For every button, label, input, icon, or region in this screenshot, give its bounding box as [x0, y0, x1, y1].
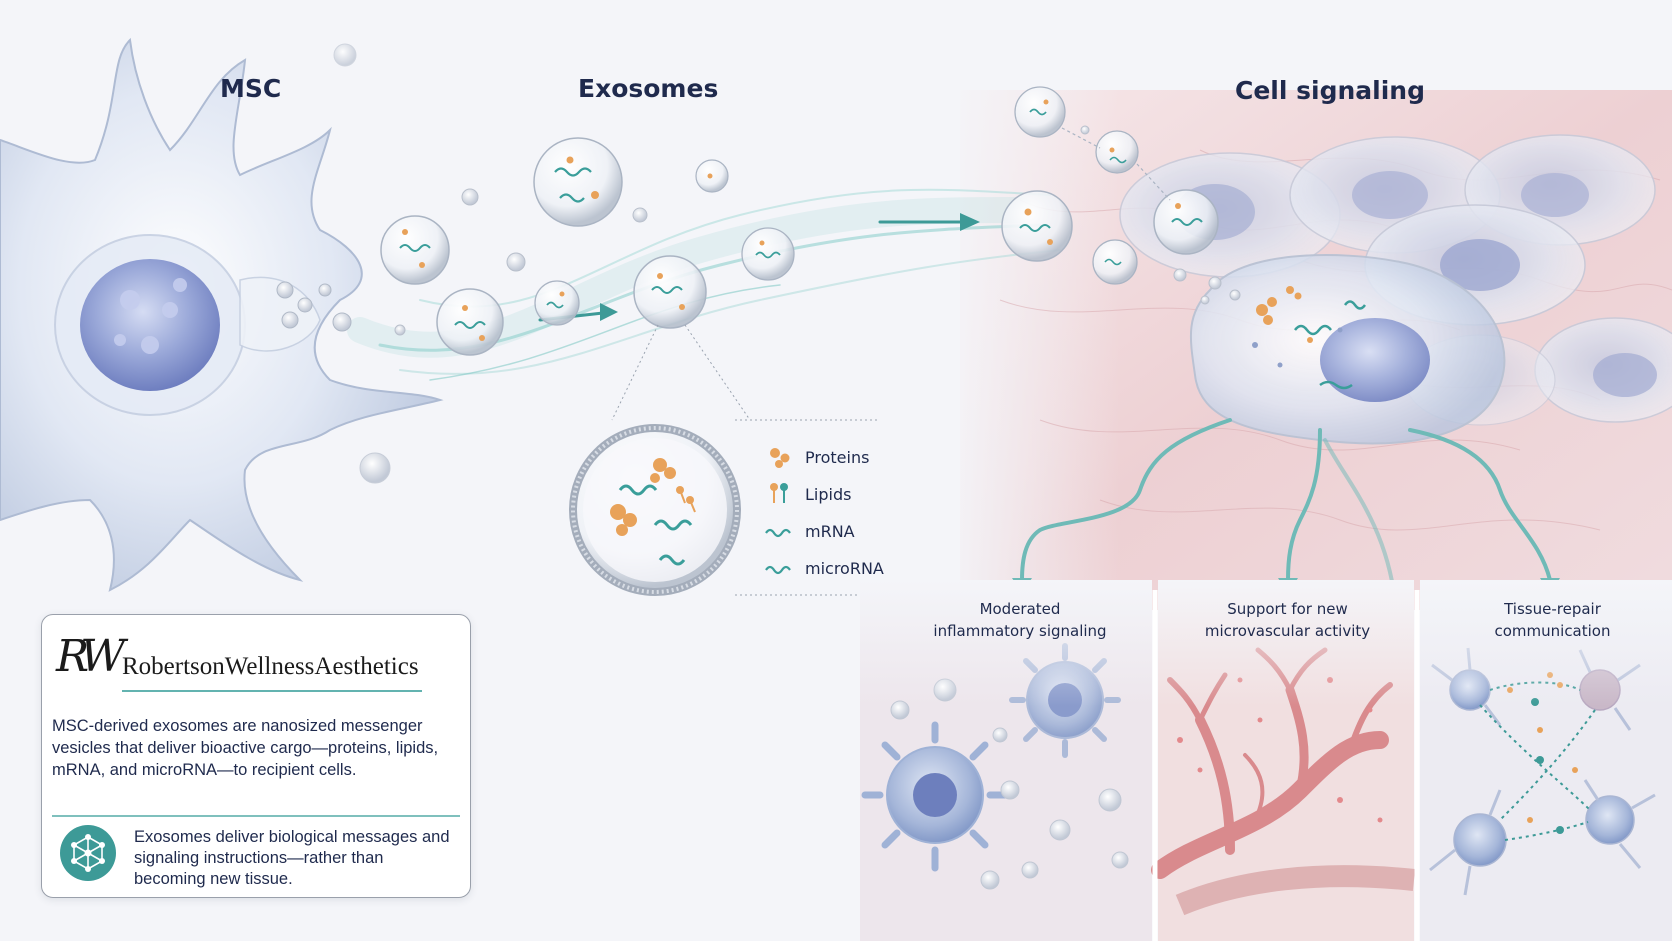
lipid-icon	[770, 483, 788, 503]
caption-microvascular: Support for new microvascular activity	[1204, 600, 1371, 640]
caption-tissue-repair: Tissue-repair communication	[1494, 600, 1611, 640]
card-divider	[52, 815, 460, 817]
exosome	[380, 215, 450, 285]
legend-mrna: mRNA	[805, 522, 855, 541]
exosome	[1153, 189, 1219, 255]
exosome	[534, 280, 580, 326]
brand-logo: RW	[56, 631, 125, 682]
legend-lipids: Lipids	[805, 485, 852, 504]
network-icon	[60, 825, 116, 881]
legend-microrna: microRNA	[805, 559, 884, 578]
exosome	[633, 255, 707, 329]
legend-proteins: Proteins	[805, 448, 870, 467]
msc-cell	[0, 37, 444, 592]
exosome	[1001, 190, 1073, 262]
exosome-bubbles	[380, 86, 1241, 356]
protein-icon	[770, 448, 790, 468]
card-description: MSC-derived exosomes are nanosized messe…	[52, 717, 439, 779]
card-note: Exosomes deliver biological messages and…	[134, 828, 450, 888]
heading-exosomes: Exosomes	[578, 74, 719, 103]
branch-arrows	[1020, 418, 1552, 602]
brand-underline	[122, 690, 422, 692]
exosome	[1092, 239, 1138, 285]
panel-tissue-repair	[1420, 580, 1672, 941]
brand-name: RobertsonWellnessAesthetics	[122, 653, 419, 680]
panel-dividers	[1152, 590, 1420, 941]
heading-cell-signaling: Cell signaling	[1235, 76, 1425, 105]
info-card: RW RobertsonWellnessAesthetics MSC-deriv…	[41, 614, 471, 898]
tissue-cells	[1119, 134, 1672, 426]
exosome	[741, 227, 795, 281]
exosome	[533, 137, 623, 227]
mrna-icon	[765, 528, 791, 538]
exosome	[1095, 130, 1139, 174]
microrna-icon	[765, 565, 791, 575]
zoomed-exosome	[569, 424, 741, 596]
recipient-cell	[1189, 254, 1506, 445]
exosome	[695, 159, 729, 193]
panel-inflammatory	[860, 580, 1152, 941]
heading-msc: MSC	[220, 74, 282, 103]
panel-microvascular	[1151, 580, 1416, 941]
exosome	[1014, 86, 1066, 138]
caption-inflammatory: Moderated inflammatory signaling	[933, 600, 1107, 640]
exosome	[436, 288, 504, 356]
zoom-connectors	[611, 324, 880, 596]
